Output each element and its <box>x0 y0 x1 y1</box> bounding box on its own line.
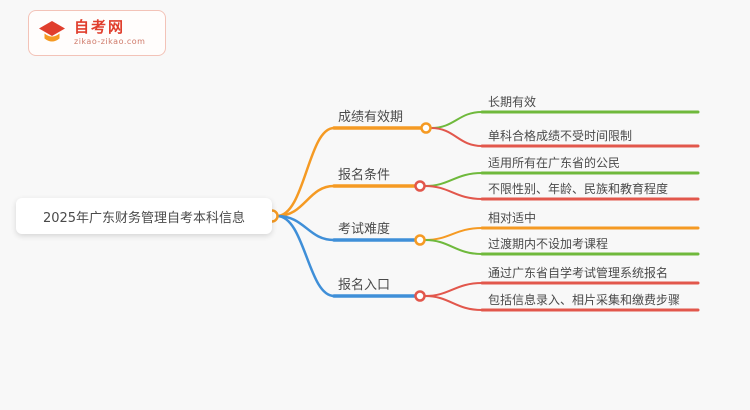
edge-entry-leaf-1 <box>424 282 483 297</box>
edge-root-to-conditions <box>276 184 335 218</box>
difficulty-connector-dot <box>414 234 426 246</box>
conditions-connector-dot <box>414 180 426 192</box>
edge-difficulty-leaf-2 <box>424 239 483 255</box>
edge-validity-leaf-2 <box>430 127 483 147</box>
edge-difficulty-leaf-1 <box>424 227 483 241</box>
site-logo-text: 自考网 zikao-zikao.com <box>74 19 145 47</box>
entry-connector-dot <box>414 290 426 302</box>
root-node: 2025年广东财务管理自考本科信息 <box>16 198 272 234</box>
validity-connector-dot <box>420 122 432 134</box>
edge-conditions-leaf-2 <box>424 185 483 200</box>
leaf-node: 单科合格成绩不受时间限制 <box>488 129 633 143</box>
leaf-node: 包括信息录入、相片采集和缴费步骤 <box>488 293 681 307</box>
site-name: 自考网 <box>74 17 126 36</box>
edge-validity-leaf-1 <box>430 111 483 129</box>
edge-entry-leaf-2 <box>424 295 483 311</box>
site-domain: zikao-zikao.com <box>74 37 146 47</box>
leaf-node: 相对适中 <box>488 211 537 225</box>
branch-node-exam-difficulty: 考试难度 <box>338 222 391 237</box>
leaf-node: 过渡期内不设加考课程 <box>488 237 609 251</box>
site-logo: 自考网 zikao-zikao.com <box>28 10 166 56</box>
branch-node-score-validity: 成绩有效期 <box>338 110 404 125</box>
graduation-cap-icon <box>39 21 65 42</box>
leaf-node: 通过广东省自学考试管理系统报名 <box>488 266 669 280</box>
leaf-node: 不限性别、年龄、民族和教育程度 <box>488 182 669 196</box>
leaf-node: 长期有效 <box>488 95 537 109</box>
branch-node-registration-entry: 报名入口 <box>338 278 391 293</box>
edge-root-to-entry <box>276 214 335 298</box>
branch-node-registration-conditions: 报名条件 <box>338 168 391 183</box>
edge-root-to-validity <box>276 126 335 218</box>
edge-conditions-leaf-1 <box>424 172 483 187</box>
leaf-node: 适用所有在广东省的公民 <box>488 156 621 170</box>
